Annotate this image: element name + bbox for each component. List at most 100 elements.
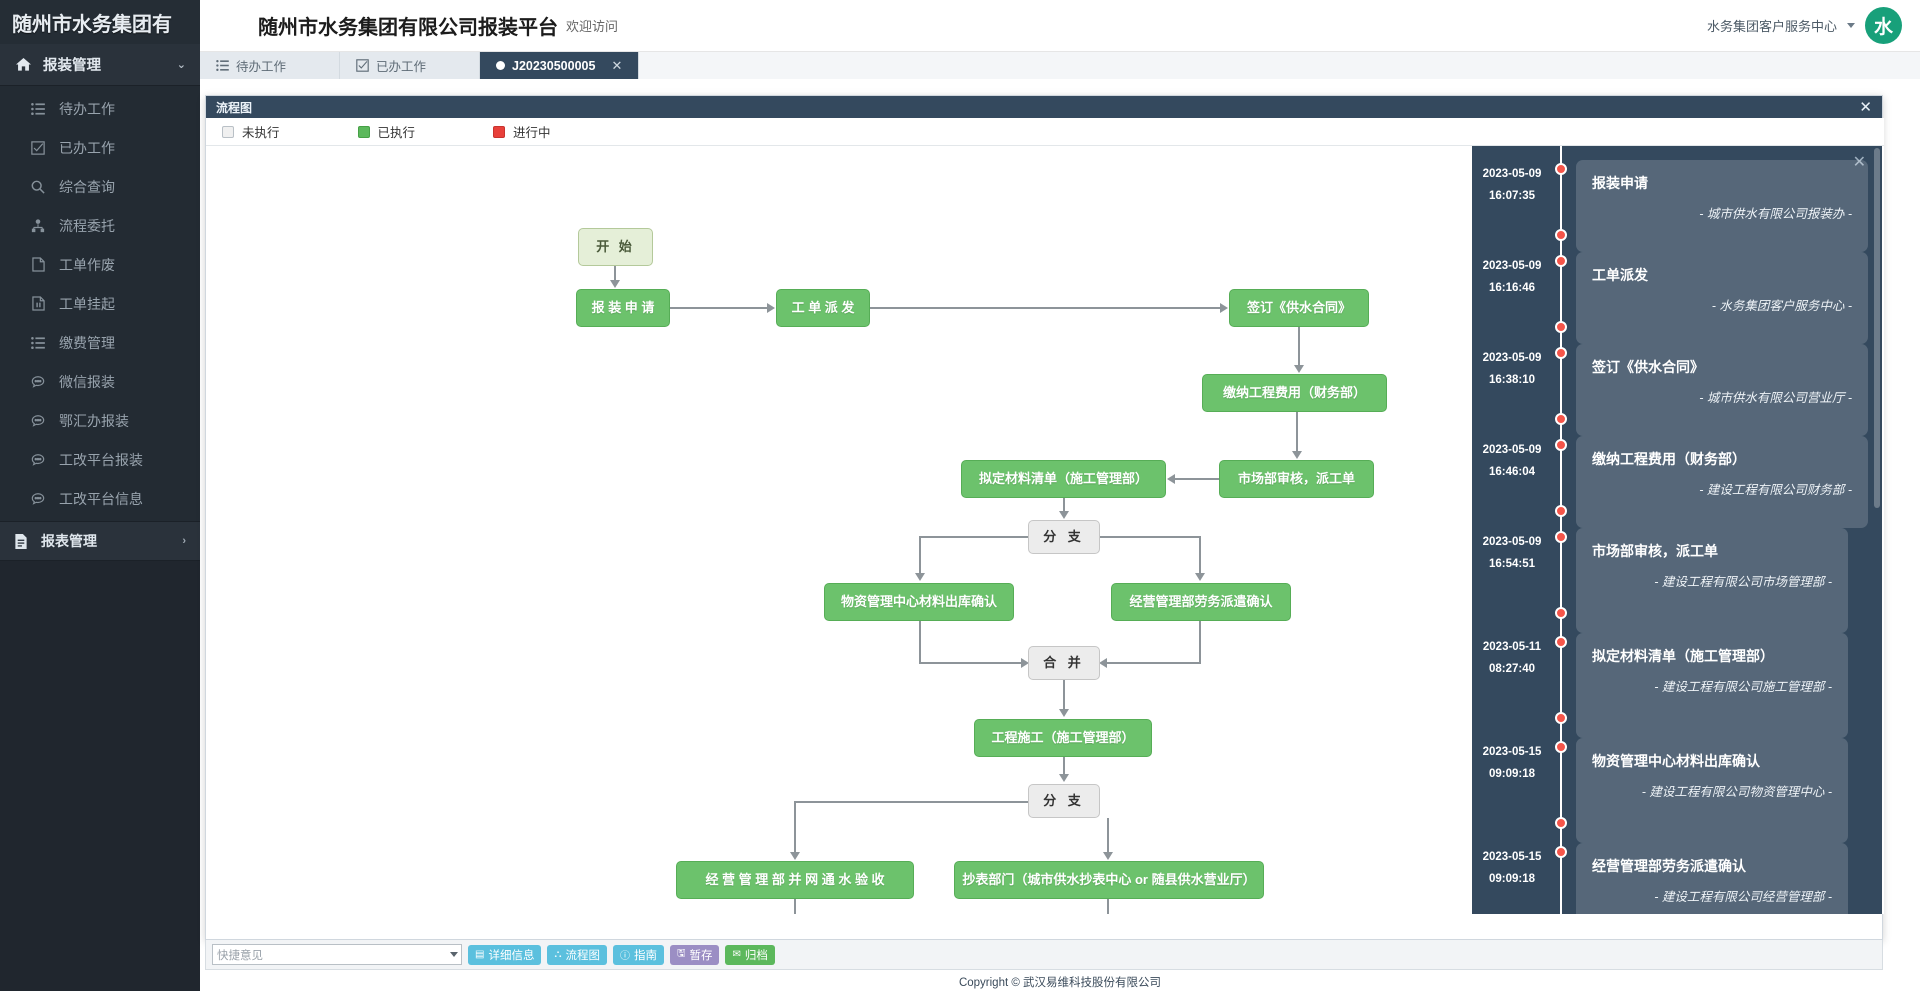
sidebar-item-gaige-apply[interactable]: 工改平台报装 (0, 440, 200, 479)
sidebar-item-reports[interactable]: 报表管理 › (0, 521, 200, 561)
timeline-card[interactable]: 拟定材料清单（施工管理部） - 建设工程有限公司施工管理部 - (1576, 633, 1848, 738)
timeline-card[interactable]: 经营管理部劳务派遣确认 - 建设工程有限公司经营管理部 - (1576, 843, 1848, 914)
arrowhead (915, 573, 925, 581)
sidebar-item-wechat[interactable]: 微信报装 (0, 362, 200, 401)
sidebar-menu-header[interactable]: 报装管理 ⌄ (0, 44, 200, 86)
chevron-down-icon[interactable] (450, 952, 458, 957)
tab-daiban[interactable]: 待办工作 (200, 52, 340, 79)
sidebar-item-ehuiban[interactable]: 鄂汇办报装 (0, 401, 200, 440)
edge-n1-n2 (670, 307, 768, 309)
flowchart-button[interactable]: ⛬ 流程图 (547, 944, 607, 965)
sidebar-item-query[interactable]: 综合查询 (0, 167, 200, 206)
timeline-entry[interactable]: 2023-05-11 08:27:40 拟定材料清单（施工管理部） - 建设工程… (1472, 607, 1882, 738)
save-draft-button[interactable]: 🖫 暂存 (669, 944, 720, 965)
timeline-entry[interactable]: 2023-05-09 16:54:51 市场部审核，派工单 - 建设工程有限公司… (1472, 505, 1882, 633)
timeline-card[interactable]: 签订《供水合同》 - 城市供水有限公司营业厅 - (1576, 344, 1868, 436)
flow-node-shichangbu-shenhe[interactable]: 市场部审核，派工单 (1219, 460, 1374, 498)
flow-node-laowu-paiqian[interactable]: 经营管理部劳务派遣确认 (1111, 583, 1291, 621)
timeline-card[interactable]: 市场部审核，派工单 - 建设工程有限公司市场管理部 - (1576, 528, 1848, 633)
timeline-dot (1555, 163, 1567, 175)
sidebar-item-label: 缴费管理 (59, 334, 115, 351)
timeline-card-title: 报装申请 (1592, 175, 1648, 191)
legend-swatch (493, 125, 506, 138)
timeline-card[interactable]: 缴纳工程费用（财务部） - 建设工程有限公司财务部 - (1576, 436, 1868, 528)
timeline-scrollbar[interactable] (1874, 148, 1880, 508)
timeline-time: 09:09:18 (1488, 767, 1536, 780)
timeline-datetime: 2023-05-15 09:09:18 (1472, 843, 1552, 914)
timeline-card[interactable]: 工单派发 - 水务集团客户服务中心 - (1576, 252, 1868, 344)
edge-n6-br1 (1063, 498, 1065, 512)
flow-node-gongdan-paifa[interactable]: 工 单 派 发 (776, 289, 870, 327)
sidebar-item-void[interactable]: 工单作废 (0, 245, 200, 284)
sidebar-item-payment[interactable]: 缴费管理 (0, 323, 200, 362)
timeline-entry[interactable]: 2023-05-09 16:38:10 签订《供水合同》 - 城市供水有限公司营… (1472, 321, 1882, 436)
flow-node-start[interactable]: 开 始 (578, 228, 653, 266)
flow-node-merge-1[interactable]: 合 并 (1028, 646, 1100, 680)
flow-node-qianding-hetong[interactable]: 签订《供水合同》 (1229, 289, 1369, 327)
timeline-card-org: - 建设工程有限公司物资管理中心 - (1641, 785, 1832, 799)
flow-node-baozhuang-shenqing[interactable]: 报 装 申 请 (576, 289, 670, 327)
timeline-card-org: - 城市供水有限公司营业厅 - (1699, 391, 1852, 405)
flow-node-niding-cailiao[interactable]: 拟定材料清单（施工管理部） (961, 460, 1166, 498)
sidebar-item-delegate[interactable]: 流程委托 (0, 206, 200, 245)
timeline-card[interactable]: 物资管理中心材料出库确认 - 建设工程有限公司物资管理中心 - (1576, 738, 1848, 843)
sidebar-item-daiban[interactable]: 待办工作 (0, 89, 200, 128)
timeline-entry[interactable]: 2023-05-15 09:09:18 物资管理中心材料出库确认 - 建设工程有… (1472, 712, 1882, 843)
flow-node-branch-1[interactable]: 分 支 (1028, 520, 1100, 554)
close-icon[interactable]: ✕ (611, 57, 623, 73)
timeline-dot (1555, 439, 1567, 451)
sidebar-item-suspend[interactable]: 工单挂起 (0, 284, 200, 323)
timeline-entry[interactable]: 2023-05-09 16:07:35 报装申请 - 城市供水有限公司报装办 - (1472, 160, 1882, 252)
flow-node-jiaona-feiyong[interactable]: 缴纳工程费用（财务部） (1202, 374, 1387, 412)
details-button[interactable]: ▤ 详细信息 (468, 944, 542, 965)
sidebar-item-label: 综合查询 (59, 178, 115, 195)
quick-opinion-placeholder: 快捷意见 (217, 949, 263, 962)
edge-br1-n8 (1100, 536, 1201, 538)
timeline-card[interactable]: 报装申请 - 城市供水有限公司报装办 - (1576, 160, 1868, 252)
timeline-dot (1555, 413, 1567, 425)
close-icon[interactable]: ✕ (1852, 154, 1866, 171)
sidebar-item-label: 工单作废 (59, 256, 115, 273)
timeline-card-org: - 建设工程有限公司财务部 - (1699, 483, 1852, 497)
tab-label: 已办工作 (376, 60, 427, 74)
chevron-down-icon[interactable] (1847, 23, 1855, 28)
close-icon[interactable]: ✕ (1859, 99, 1872, 116)
flow-node-chaobiao-bumen[interactable]: 抄表部门（城市供水抄表中心 or 随县供水营业厅） (954, 861, 1264, 899)
tab-order-j20230500005[interactable]: J20230500005 ✕ (480, 52, 640, 79)
flow-node-bingwang-yanshou[interactable]: 经 营 管 理 部 并 网 通 水 验 收 (676, 861, 914, 899)
header-user-area[interactable]: 水务集团客户服务中心 水 (1707, 7, 1902, 44)
timeline-card-org: - 建设工程有限公司经营管理部 - (1654, 890, 1832, 904)
guide-button[interactable]: ⓘ 指南 (612, 944, 664, 965)
page-subtitle: 欢迎访问 (566, 19, 619, 34)
avatar[interactable]: 水 (1865, 7, 1902, 44)
edge-n3-n4 (1298, 327, 1300, 366)
sidebar-item-label: 工单挂起 (59, 295, 115, 312)
timeline-time: 08:27:40 (1488, 662, 1536, 675)
timeline-axis (1560, 146, 1562, 914)
process-timeline-panel[interactable]: ✕ 2023-05-09 16:07:35 报装申请 - 城市供水有限公司报装办… (1472, 146, 1882, 914)
sidebar-item-yiban[interactable]: 已办工作 (0, 128, 200, 167)
timeline-time: 16:07:35 (1488, 189, 1536, 202)
timeline-card-title: 签订《供水合同》 (1592, 359, 1704, 375)
timeline-entry[interactable]: 2023-05-09 16:46:04 缴纳工程费用（财务部） - 建设工程有限… (1472, 413, 1882, 528)
timeline-entry[interactable]: 2023-05-09 16:16:46 工单派发 - 水务集团客户服务中心 - (1472, 229, 1882, 344)
timeline-time: 16:16:46 (1488, 281, 1536, 294)
timeline-date: 2023-05-09 (1482, 260, 1542, 272)
sidebar-item-gaige-info[interactable]: 工改平台信息 (0, 479, 200, 518)
timeline-time: 09:09:18 (1488, 872, 1536, 885)
tab-yiban[interactable]: 已办工作 (340, 52, 480, 79)
edge-n10-mg2-v (794, 899, 796, 914)
flow-node-wuzi-chuku[interactable]: 物资管理中心材料出库确认 (824, 583, 1014, 621)
timeline-entry[interactable]: 2023-05-15 09:09:18 经营管理部劳务派遣确认 - 建设工程有限… (1472, 817, 1882, 914)
sidebar: 随州市水务集团有 报装管理 ⌄ 待办工作 已办工作 (0, 0, 200, 991)
flow-node-branch-2[interactable]: 分 支 (1028, 784, 1100, 818)
archive-button[interactable]: ✉ 归档 (725, 944, 775, 965)
page-title: 随州市水务集团有限公司报装平台 (258, 17, 558, 39)
chat-icon (30, 375, 46, 389)
chat-icon (30, 492, 46, 506)
flow-node-gongcheng-shigong[interactable]: 工程施工（施工管理部） (974, 719, 1152, 757)
quick-opinion-select[interactable]: 快捷意见 (212, 944, 462, 965)
timeline-datetime: 2023-05-09 16:16:46 (1472, 252, 1552, 344)
arrowhead (1059, 511, 1069, 519)
timeline-dot (1555, 255, 1567, 267)
